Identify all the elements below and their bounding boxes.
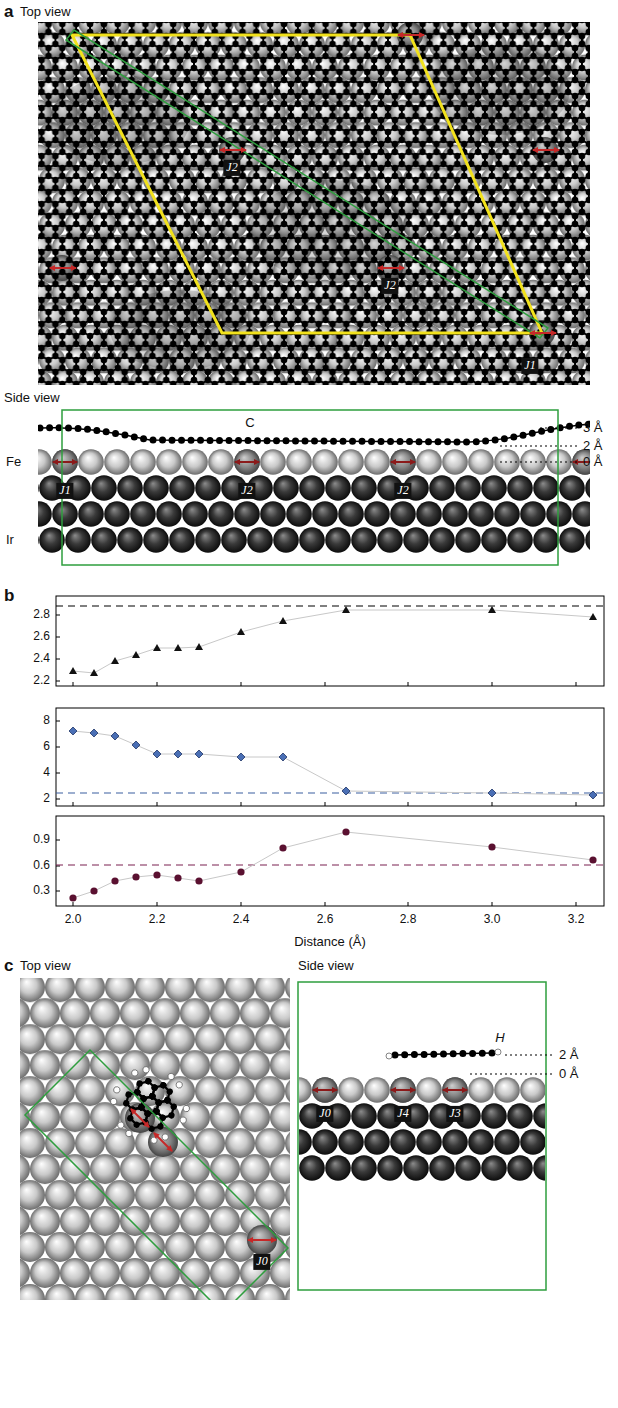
tick-label: 0.6 — [33, 859, 50, 873]
tick-label: 3.2 — [568, 913, 585, 927]
side-view-atoms-c — [299, 1049, 545, 1181]
figure-label: Fe — [6, 455, 21, 470]
coupling-label: J0 — [253, 1254, 270, 1270]
unit-cell — [72, 35, 542, 333]
figure-label: Top view — [20, 5, 71, 20]
height-guides — [500, 428, 579, 462]
tick-label: 2 — [43, 792, 50, 806]
figure-label: Side view — [4, 391, 60, 406]
figure-label: 2 Å — [559, 1048, 579, 1063]
coupling-label: J2 — [223, 160, 240, 176]
tick-label: 2.6 — [317, 913, 334, 927]
side-view-frame — [62, 410, 558, 565]
panel-letter: a — [4, 2, 13, 22]
coupling-text: J2 — [384, 278, 395, 292]
height-guides-c — [470, 1055, 555, 1074]
coupling-label: J0 — [316, 1106, 333, 1122]
figure-label: Side view — [298, 959, 354, 974]
coupling-label: J1 — [521, 358, 538, 374]
reference-lines — [56, 606, 604, 865]
tick-label: 2.2 — [149, 913, 166, 927]
coupling-text: J2 — [226, 160, 237, 174]
tick-label: 2.6 — [33, 630, 50, 644]
tick-label: 2.8 — [400, 913, 417, 927]
tick-label: 0.3 — [33, 884, 50, 898]
side-view-frame-c — [298, 982, 546, 1290]
tick-label: 4 — [43, 766, 50, 780]
coupling-text: J2 — [397, 483, 408, 497]
coupling-text: J4 — [397, 1106, 408, 1120]
figure-label: 3 Å — [583, 421, 603, 436]
tick-label: 6 — [43, 740, 50, 754]
circle-markers — [69, 828, 596, 901]
coupling-label: J2 — [394, 483, 411, 499]
tick-label: 2.4 — [233, 913, 250, 927]
panel-letter: c — [4, 956, 13, 976]
coupling-text: J1 — [59, 483, 70, 497]
figure-label: 0 Å — [583, 455, 603, 470]
figure-label: 0 Å — [559, 1067, 579, 1082]
tick-label: 8 — [43, 714, 50, 728]
figure-label: Top view — [20, 959, 71, 974]
coupling-text: J2 — [241, 483, 252, 497]
side-view-atoms — [38, 424, 590, 553]
coupling-label: J4 — [394, 1106, 411, 1122]
tick-label: 3.0 — [484, 913, 501, 927]
coupling-label: J3 — [446, 1106, 463, 1122]
panel-letter: b — [4, 586, 14, 606]
figure-label: Ir — [6, 533, 14, 548]
tick-label: 2.4 — [33, 652, 50, 666]
tick-label: 2.2 — [33, 674, 50, 688]
axis-ticks — [56, 615, 576, 906]
coupling-label: J2 — [381, 278, 398, 294]
figure-label: 2 Å — [583, 439, 603, 454]
figure-label: C — [245, 416, 254, 431]
coupling-label: J2 — [238, 483, 255, 499]
coupling-text: J0 — [256, 1254, 267, 1268]
top-view-lattice — [38, 22, 590, 385]
tick-label: 0.9 — [33, 833, 50, 847]
coupling-text: J1 — [524, 358, 535, 372]
tick-label: 2.0 — [65, 913, 82, 927]
plot-frames — [56, 596, 604, 906]
data-lines — [73, 610, 593, 898]
tick-label: 2.8 — [33, 608, 50, 622]
spin-arrows — [50, 35, 559, 333]
coupling-label: J1 — [56, 483, 73, 499]
molecule — [103, 1060, 197, 1150]
figure-label: Distance (Å) — [294, 935, 366, 950]
figure-label: H — [495, 1031, 504, 1046]
coupling-text: J3 — [449, 1106, 460, 1120]
diamond-markers — [69, 727, 597, 799]
top-view-surface — [20, 978, 290, 1300]
coupling-text: J0 — [319, 1106, 330, 1120]
cut-plane — [66, 30, 548, 338]
triangle-markers — [69, 606, 597, 676]
